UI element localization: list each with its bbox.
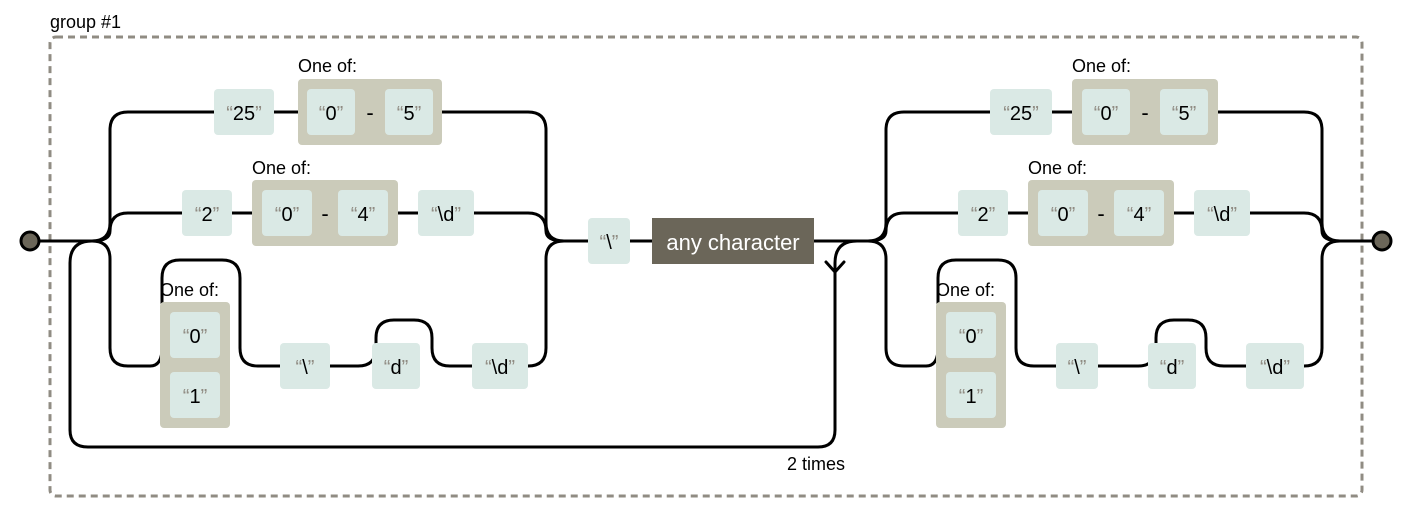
svg-text:“\”: “\” [296, 357, 315, 379]
svg-text:-: - [1141, 100, 1148, 125]
svg-text:“4”: “4” [351, 204, 375, 226]
literal-node: “\d” [1194, 190, 1250, 236]
literal-node: “2” [182, 190, 232, 236]
literal-node: “25” [214, 89, 274, 135]
svg-text:any character: any character [666, 230, 799, 255]
literal-node: “\” [588, 218, 630, 264]
character-set: “0” - “5” [298, 79, 442, 145]
literal-node: “d” [372, 343, 420, 389]
character-set: “0” - “4” [1028, 180, 1174, 246]
svg-text:“1”: “1” [959, 386, 983, 408]
svg-text:“0”: “0” [275, 204, 299, 226]
group-1-box [48, 35, 1364, 498]
svg-text:“5”: “5” [1172, 103, 1196, 125]
one-of-label: One of: [1028, 158, 1087, 178]
svg-text:“\d”: “\d” [485, 357, 515, 379]
svg-text:“0”: “0” [319, 103, 343, 125]
svg-text:“0”: “0” [1094, 103, 1118, 125]
svg-text:“0”: “0” [183, 326, 207, 348]
character-set: “0” - “4” [252, 180, 398, 246]
one-of-label: One of: [1072, 56, 1131, 76]
svg-text:“4”: “4” [1127, 204, 1151, 226]
start-terminal [19, 230, 41, 252]
character-set: “0” “1” [936, 302, 1006, 428]
svg-text:-: - [321, 201, 328, 226]
svg-text:“d”: “d” [384, 357, 408, 379]
character-set: “0” - “5” [1072, 79, 1218, 145]
end-terminal [1371, 230, 1393, 252]
repeat-label: 2 times [787, 454, 845, 474]
literal-node: “\d” [418, 190, 474, 236]
connector-wires [28, 110, 1384, 449]
one-of-label: One of: [252, 158, 311, 178]
svg-text:“2”: “2” [971, 204, 995, 226]
svg-text:“\d”: “\d” [1260, 357, 1290, 379]
svg-text:“1”: “1” [183, 386, 207, 408]
svg-text:“5”: “5” [397, 103, 421, 125]
literal-node: “2” [958, 190, 1008, 236]
svg-text:“d”: “d” [1160, 357, 1184, 379]
svg-text:“0”: “0” [1051, 204, 1075, 226]
one-of-label: One of: [160, 280, 219, 300]
literal-node: “d” [1148, 343, 1196, 389]
svg-text:“2”: “2” [195, 204, 219, 226]
literal-node: “\” [280, 343, 330, 389]
svg-text:“\”: “\” [1068, 357, 1087, 379]
literal-node: “\” [1056, 343, 1098, 389]
svg-text:“25”: “25” [226, 103, 262, 125]
svg-text:-: - [1097, 201, 1104, 226]
literal-node: “\d” [472, 343, 528, 389]
svg-text:“\d”: “\d” [1207, 204, 1237, 226]
literal-node: “25” [990, 89, 1052, 135]
svg-text:“0”: “0” [959, 326, 983, 348]
svg-text:“\”: “\” [600, 232, 619, 254]
svg-text:“25”: “25” [1003, 103, 1039, 125]
character-set: “0” “1” [160, 302, 230, 428]
svg-text:-: - [366, 100, 373, 125]
one-of-label: One of: [936, 280, 995, 300]
group-1-label: group #1 [50, 12, 121, 32]
any-character-node: any character [652, 218, 814, 264]
literal-node: “\d” [1246, 343, 1304, 389]
one-of-label: One of: [298, 56, 357, 76]
svg-text:“\d”: “\d” [431, 204, 461, 226]
